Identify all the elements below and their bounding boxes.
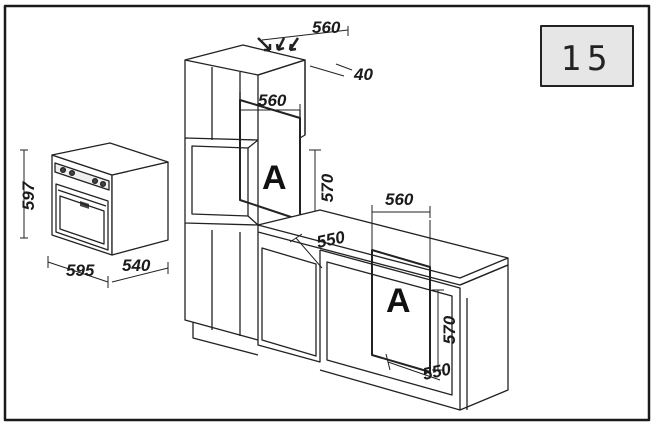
figure-number-badge: 15 xyxy=(540,25,634,87)
cabinet-niche-width-dim: 560 xyxy=(258,91,287,110)
oven-width-dim: 595 xyxy=(66,261,95,280)
cabinet-slot-label: A xyxy=(262,159,287,197)
base-niche-height-dim: 570 xyxy=(440,315,459,344)
cabinet-niche-height-dim: 570 xyxy=(318,173,337,202)
freestanding-oven xyxy=(20,142,169,288)
figure-number: 15 xyxy=(561,39,614,79)
base-niche-depth-dim: 550 xyxy=(421,359,453,384)
base-units xyxy=(257,205,509,411)
cabinet-top-depth-dim: 40 xyxy=(353,65,373,84)
diagram-frame xyxy=(3,4,651,422)
oven-depth-dim: 540 xyxy=(122,256,151,275)
cabinet-top-width-dim: 560 xyxy=(312,18,341,37)
base-slot-label: A xyxy=(386,282,411,320)
base-niche-width-dim: 560 xyxy=(385,190,414,209)
oven-height-dim: 597 xyxy=(19,180,38,210)
